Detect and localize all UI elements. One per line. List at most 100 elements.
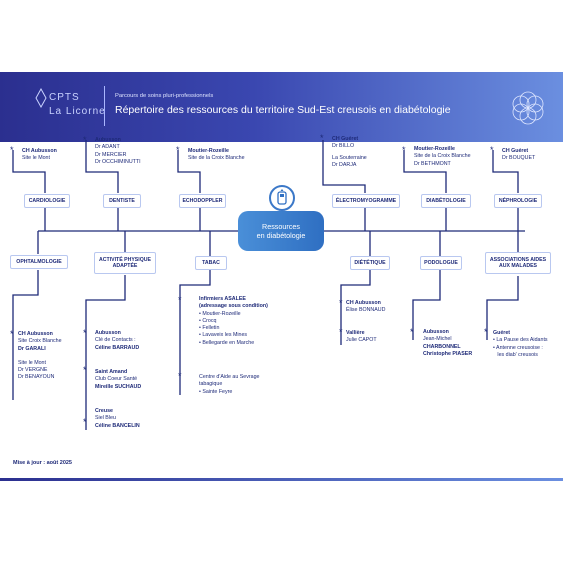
category-tabac: TABAC: [195, 256, 227, 270]
tabac-text-1: Infirmiers ASALEE (adressage sous condit…: [199, 296, 268, 346]
text-line: Dr VERGNE: [18, 367, 48, 374]
text-line: tabagique: [199, 381, 223, 388]
category-dietetique: DIÉTÉTIQUE: [350, 256, 390, 270]
text-line: Centre d'Aide au Sevrage: [199, 374, 260, 380]
text-line: Guéret: [493, 330, 511, 336]
asterisk-icon: *: [178, 371, 182, 381]
asterisk-icon: *: [410, 327, 414, 337]
text-line: Lavaveix les Mines: [202, 332, 248, 339]
diabeto-text: Moutier-Rozeille Site de la Croix Blanch…: [414, 146, 471, 168]
text-line: Dr OCCHIMINUTTI: [95, 158, 141, 165]
cpts-logo-icon: [34, 87, 48, 113]
category-associations: ASSOCIATIONS AIDES AUX MALADES: [485, 252, 551, 274]
text-line: Site le Mont: [18, 359, 46, 366]
text-line: Siel Bleu: [95, 415, 116, 422]
text-line: Felletin: [202, 325, 220, 332]
text-line: Dr DARJA: [332, 161, 357, 168]
apa-text-3: Creuse Siel Bleu Céline BANCELIN: [95, 408, 140, 430]
ophtalmo-text: CH Aubusson Site Croix Blanche Dr GARALI…: [18, 331, 62, 382]
text-line: Clé de Contacts :: [95, 337, 136, 344]
text-line: Sainte Feyre: [202, 388, 233, 395]
category-ophtalmologie: OPHTALMOLOGIE: [10, 255, 68, 269]
center-line2: en diabétologie: [256, 231, 306, 240]
header-divider: [104, 86, 105, 126]
text-line: Moutier-Rozeille: [188, 148, 229, 154]
page-title: Répertoire des ressources du territoire …: [115, 104, 451, 116]
text-line: Moutier-Rozeille: [202, 310, 241, 317]
flower-logo-icon: [508, 88, 548, 133]
logo-line2: La Licorne: [49, 106, 106, 117]
footer-bar: [0, 478, 563, 481]
text-line: Dr BOUQUET: [502, 155, 536, 162]
text-line: Site de la Croix Blanche: [414, 153, 471, 160]
asterisk-icon: *: [83, 417, 87, 427]
header-subtitle: Parcours de soins pluri-professionnels: [115, 93, 214, 99]
text-line: Céline BANCELIN: [95, 422, 140, 429]
text-line: Moutier-Rozeille: [414, 146, 455, 152]
text-line: (adressage sous condition): [199, 303, 268, 310]
asterisk-icon: *: [176, 145, 180, 155]
apa-text-1: Aubusson Clé de Contacts : Céline BARRAU…: [95, 330, 139, 352]
text-line: CH Aubusson: [22, 148, 57, 154]
text-line: Bellegarde en Marche: [202, 339, 255, 346]
text-line: Dr BETHMONT: [414, 160, 451, 167]
text-line: Saint Amand: [95, 369, 128, 375]
tabac-text-2: Centre d'Aide au Sevrage tabagique • Sai…: [199, 374, 260, 395]
dietetique-text-2: Vallière Julie CAPOT: [346, 330, 377, 345]
glucometer-icon: [269, 185, 295, 211]
text-line: Vallière: [346, 330, 365, 336]
text-line: Aubusson: [95, 137, 121, 143]
text-line: La Pause des Aidants: [496, 337, 548, 344]
text-line: Infirmiers ASALEE: [199, 296, 246, 302]
text-line: CHARBONNEL: [423, 343, 461, 350]
asterisk-icon: *: [83, 135, 87, 145]
nephro-text: CH Guéret Dr BOUQUET: [502, 148, 535, 163]
category-activite-physique: ACTIVITÉ PHYSIQUE ADAPTÉE: [94, 252, 156, 274]
asterisk-icon: *: [320, 133, 324, 143]
text-line: Club Coeur Santé: [95, 376, 138, 383]
text-line: CH Guéret: [332, 136, 359, 142]
category-dentiste: DENTISTE: [103, 194, 141, 208]
dentiste-text: Aubusson Dr ADANT Dr MERCIER Dr OCCHIMIN…: [95, 137, 141, 166]
category-echodoppler: ECHODOPPLER: [179, 194, 226, 208]
category-cardiologie: CARDIOLOGIE: [24, 194, 70, 208]
text-line: CH Guéret: [502, 148, 529, 154]
asterisk-icon: *: [490, 145, 494, 155]
asterisk-icon: *: [10, 329, 14, 339]
text-line: Crocq: [202, 317, 217, 324]
text-line: Dr ADANT: [95, 144, 120, 151]
asterisk-icon: *: [339, 327, 343, 337]
text-line: Aubusson: [95, 330, 121, 336]
text-line: Site Croix Blanche: [18, 338, 62, 345]
category-nephrologie: NÉPHROLOGIE: [494, 194, 542, 208]
asterisk-icon: *: [484, 327, 488, 337]
text-line: Mireille SUCHAUD: [95, 383, 142, 390]
text-line: Antenne creusoise :: [496, 344, 543, 351]
center-node: Ressources en diabétologie: [238, 211, 324, 251]
logo-line1: CPTS: [49, 92, 80, 103]
text-line: Élise BONNAUD: [346, 307, 386, 314]
echodoppler-text: Moutier-Rozeille Site de la Croix Blanch…: [188, 148, 245, 163]
text-line: Aubusson: [423, 329, 449, 335]
text-line: Dr BILLO: [332, 143, 355, 150]
category-podologue: PODOLOGUE: [420, 256, 462, 270]
apa-text-2: Saint Amand Club Coeur Santé Mireille SU…: [95, 369, 141, 391]
asterisk-icon: *: [178, 295, 182, 305]
dietetique-text-1: CH Aubusson Élise BONNAUD: [346, 300, 385, 315]
text-line: Christophe PIASER: [423, 350, 473, 357]
text-line: CH Aubusson: [18, 331, 53, 337]
electro-text: CH Guéret Dr BILLO La Souterraine Dr DAR…: [332, 136, 367, 169]
text-line: Site le Mont: [22, 155, 50, 162]
category-diabetologie: DIABÉTOLOGIE: [421, 194, 471, 208]
text-line: Céline BARRAUD: [95, 344, 140, 351]
asterisk-icon: *: [83, 328, 87, 338]
text-line: Jean-Michel: [423, 336, 452, 343]
asterisk-icon: *: [83, 365, 87, 375]
text-line: Site de la Croix Blanche: [188, 155, 245, 162]
asterisk-icon: *: [402, 145, 406, 155]
assos-text: Guéret • La Pause des Aidants • Antenne …: [493, 330, 548, 358]
text-line: Creuse: [95, 408, 113, 414]
cardio-text: CH Aubusson Site le Mont: [22, 148, 57, 163]
text-line: La Souterraine: [332, 154, 367, 161]
